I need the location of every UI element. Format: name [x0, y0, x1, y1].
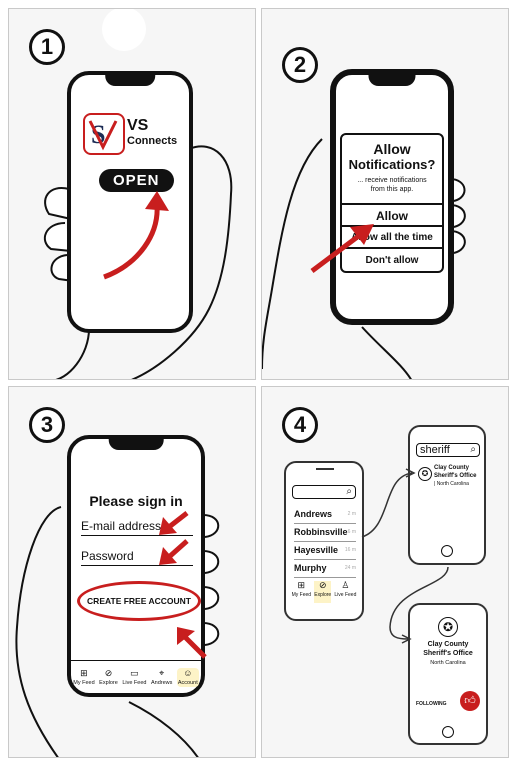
red-arrow-icon: [159, 511, 207, 659]
vs-connects-logo-icon: S: [83, 113, 125, 155]
list-item-label: Murphy: [294, 563, 327, 573]
tab-label: My Feed: [73, 679, 95, 686]
map-icon: ▭: [130, 667, 139, 678]
home-button: [441, 545, 453, 557]
step-number: 3: [29, 407, 65, 443]
plus-square-icon: ⊞: [297, 580, 306, 590]
result-name[interactable]: Clay County: [434, 465, 470, 471]
red-arrow-icon: [310, 224, 374, 273]
tab-andrews[interactable]: ⌖Andrews: [150, 667, 173, 686]
dont-allow-button[interactable]: Don't allow: [342, 247, 442, 273]
location-pin-icon: ⌖: [159, 667, 165, 678]
list-item-distance: 2 m: [347, 511, 356, 517]
app-name: VS: [127, 117, 149, 134]
tab-bar: ⊞My Feed ⊘Explore ▭Live Feed ⌖Andrews ☺A…: [71, 660, 201, 693]
tab-bar: ⊞ My Feed ⊘ Explore ♙ Live Feed: [290, 581, 358, 603]
user-icon: ♙: [341, 580, 350, 590]
dialog-subtitle: ... receive notifications: [357, 177, 427, 184]
step-number: 2: [282, 47, 318, 83]
phone-mockup: S VS Connects OPEN: [67, 71, 193, 333]
create-account-button[interactable]: CREATE FREE ACCOUNT: [77, 581, 201, 621]
home-button: [442, 726, 454, 738]
detail-region: North Carolina: [430, 660, 466, 666]
phone-notch: [108, 438, 164, 450]
step-number: 1: [29, 29, 65, 65]
tab-account[interactable]: ☺Account: [176, 667, 199, 687]
list-item-label: Robbinsville: [294, 527, 348, 537]
tab-label: Explore: [99, 679, 118, 686]
list-item-distance: 16 m: [344, 547, 356, 553]
hand-illustration: [15, 506, 220, 757]
speaker-slot: [316, 468, 334, 470]
tab-my-feed[interactable]: ⊞My Feed: [73, 667, 95, 686]
red-arrow-icon: [103, 191, 169, 280]
follow-thumbs-up-icon[interactable]: 👍︎: [460, 691, 480, 711]
step-1-panel: 1 S VS Connects OPEN: [8, 8, 256, 380]
compass-icon: ⊘: [104, 667, 113, 678]
search-input[interactable]: ⌕: [292, 485, 356, 499]
list-item-label: Hayesville: [294, 545, 339, 555]
tab-explore[interactable]: ⊘Explore: [99, 667, 118, 686]
sign-in-title: Please sign in: [89, 493, 183, 509]
search-icon: ⌕: [346, 486, 352, 497]
step-3-panel: 3 Please sign in E-mail address Password…: [8, 386, 256, 758]
search-query: sheriff: [420, 444, 450, 456]
sheriff-badge-icon: ✪: [418, 467, 432, 481]
phone-mockup: Allow Notifications? ... receive notific…: [330, 69, 454, 325]
list-item-label: Andrews: [294, 509, 333, 519]
phone-search-screen: sheriff ⌕ ✪ Clay County Sheriff's Office…: [408, 425, 486, 565]
password-field[interactable]: Password: [81, 549, 193, 566]
tab-label: Account: [177, 679, 198, 686]
list-item[interactable]: Hayesville 16 m: [294, 545, 356, 560]
permission-dialog: Allow Notifications? ... receive notific…: [340, 133, 444, 273]
phone-notch: [105, 74, 155, 86]
dialog-title: Allow: [373, 141, 411, 157]
hand-illustration: [43, 9, 233, 379]
phone-notch: [368, 74, 416, 86]
tab-live-feed[interactable]: ▭Live Feed: [122, 667, 147, 686]
sheriff-badge-icon: ✪: [438, 617, 458, 637]
tab-label: Explore: [314, 592, 332, 598]
flow-arrows: [361, 468, 449, 644]
plus-square-icon: ⊞: [80, 667, 88, 678]
dialog-subtitle-2: from this app.: [370, 186, 414, 193]
phone-detail-screen: ✪ Clay County Sheriff's Office North Car…: [408, 603, 488, 745]
tab-label: My Feed: [291, 592, 312, 598]
tab-live-feed[interactable]: ♙ Live Feed: [334, 581, 356, 603]
allow-button[interactable]: Allow: [342, 203, 442, 227]
compass-icon: ⊘: [318, 580, 327, 590]
tab-label: Andrews: [150, 679, 173, 686]
tab-my-feed[interactable]: ⊞ My Feed: [292, 581, 311, 603]
phone-mockup: Please sign in E-mail address Password C…: [67, 435, 205, 697]
dialog-title-2: Notifications?: [348, 157, 436, 172]
detail-name-2: Sheriff's Office: [423, 650, 473, 657]
following-label: FOLLOWING: [416, 701, 447, 707]
open-button[interactable]: OPEN: [99, 169, 174, 192]
detail-name: Clay County: [427, 641, 469, 648]
list-item-distance: 6 m: [347, 529, 356, 535]
result-region: | North Carolina: [434, 481, 469, 487]
list-item[interactable]: Andrews 2 m: [294, 509, 356, 524]
email-field[interactable]: E-mail address: [81, 519, 193, 536]
result-name-2: Sheriff's Office: [434, 473, 477, 479]
user-icon: ☺: [183, 667, 193, 678]
search-icon: ⌕: [470, 444, 476, 455]
search-input[interactable]: sheriff ⌕: [416, 443, 480, 457]
tab-explore[interactable]: ⊘ Explore: [314, 580, 332, 603]
list-item-distance: 24 m: [344, 565, 356, 571]
tab-label: Live Feed: [122, 679, 147, 686]
list-item[interactable]: Murphy 24 m: [294, 563, 356, 578]
app-subname: Connects: [127, 135, 178, 147]
tab-label: Live Feed: [334, 592, 357, 598]
allow-all-time-button[interactable]: Allow all the time: [342, 225, 442, 249]
step-number: 4: [282, 407, 318, 443]
step-2-panel: 2 Allow Notifications? ... receive notif…: [261, 8, 509, 380]
